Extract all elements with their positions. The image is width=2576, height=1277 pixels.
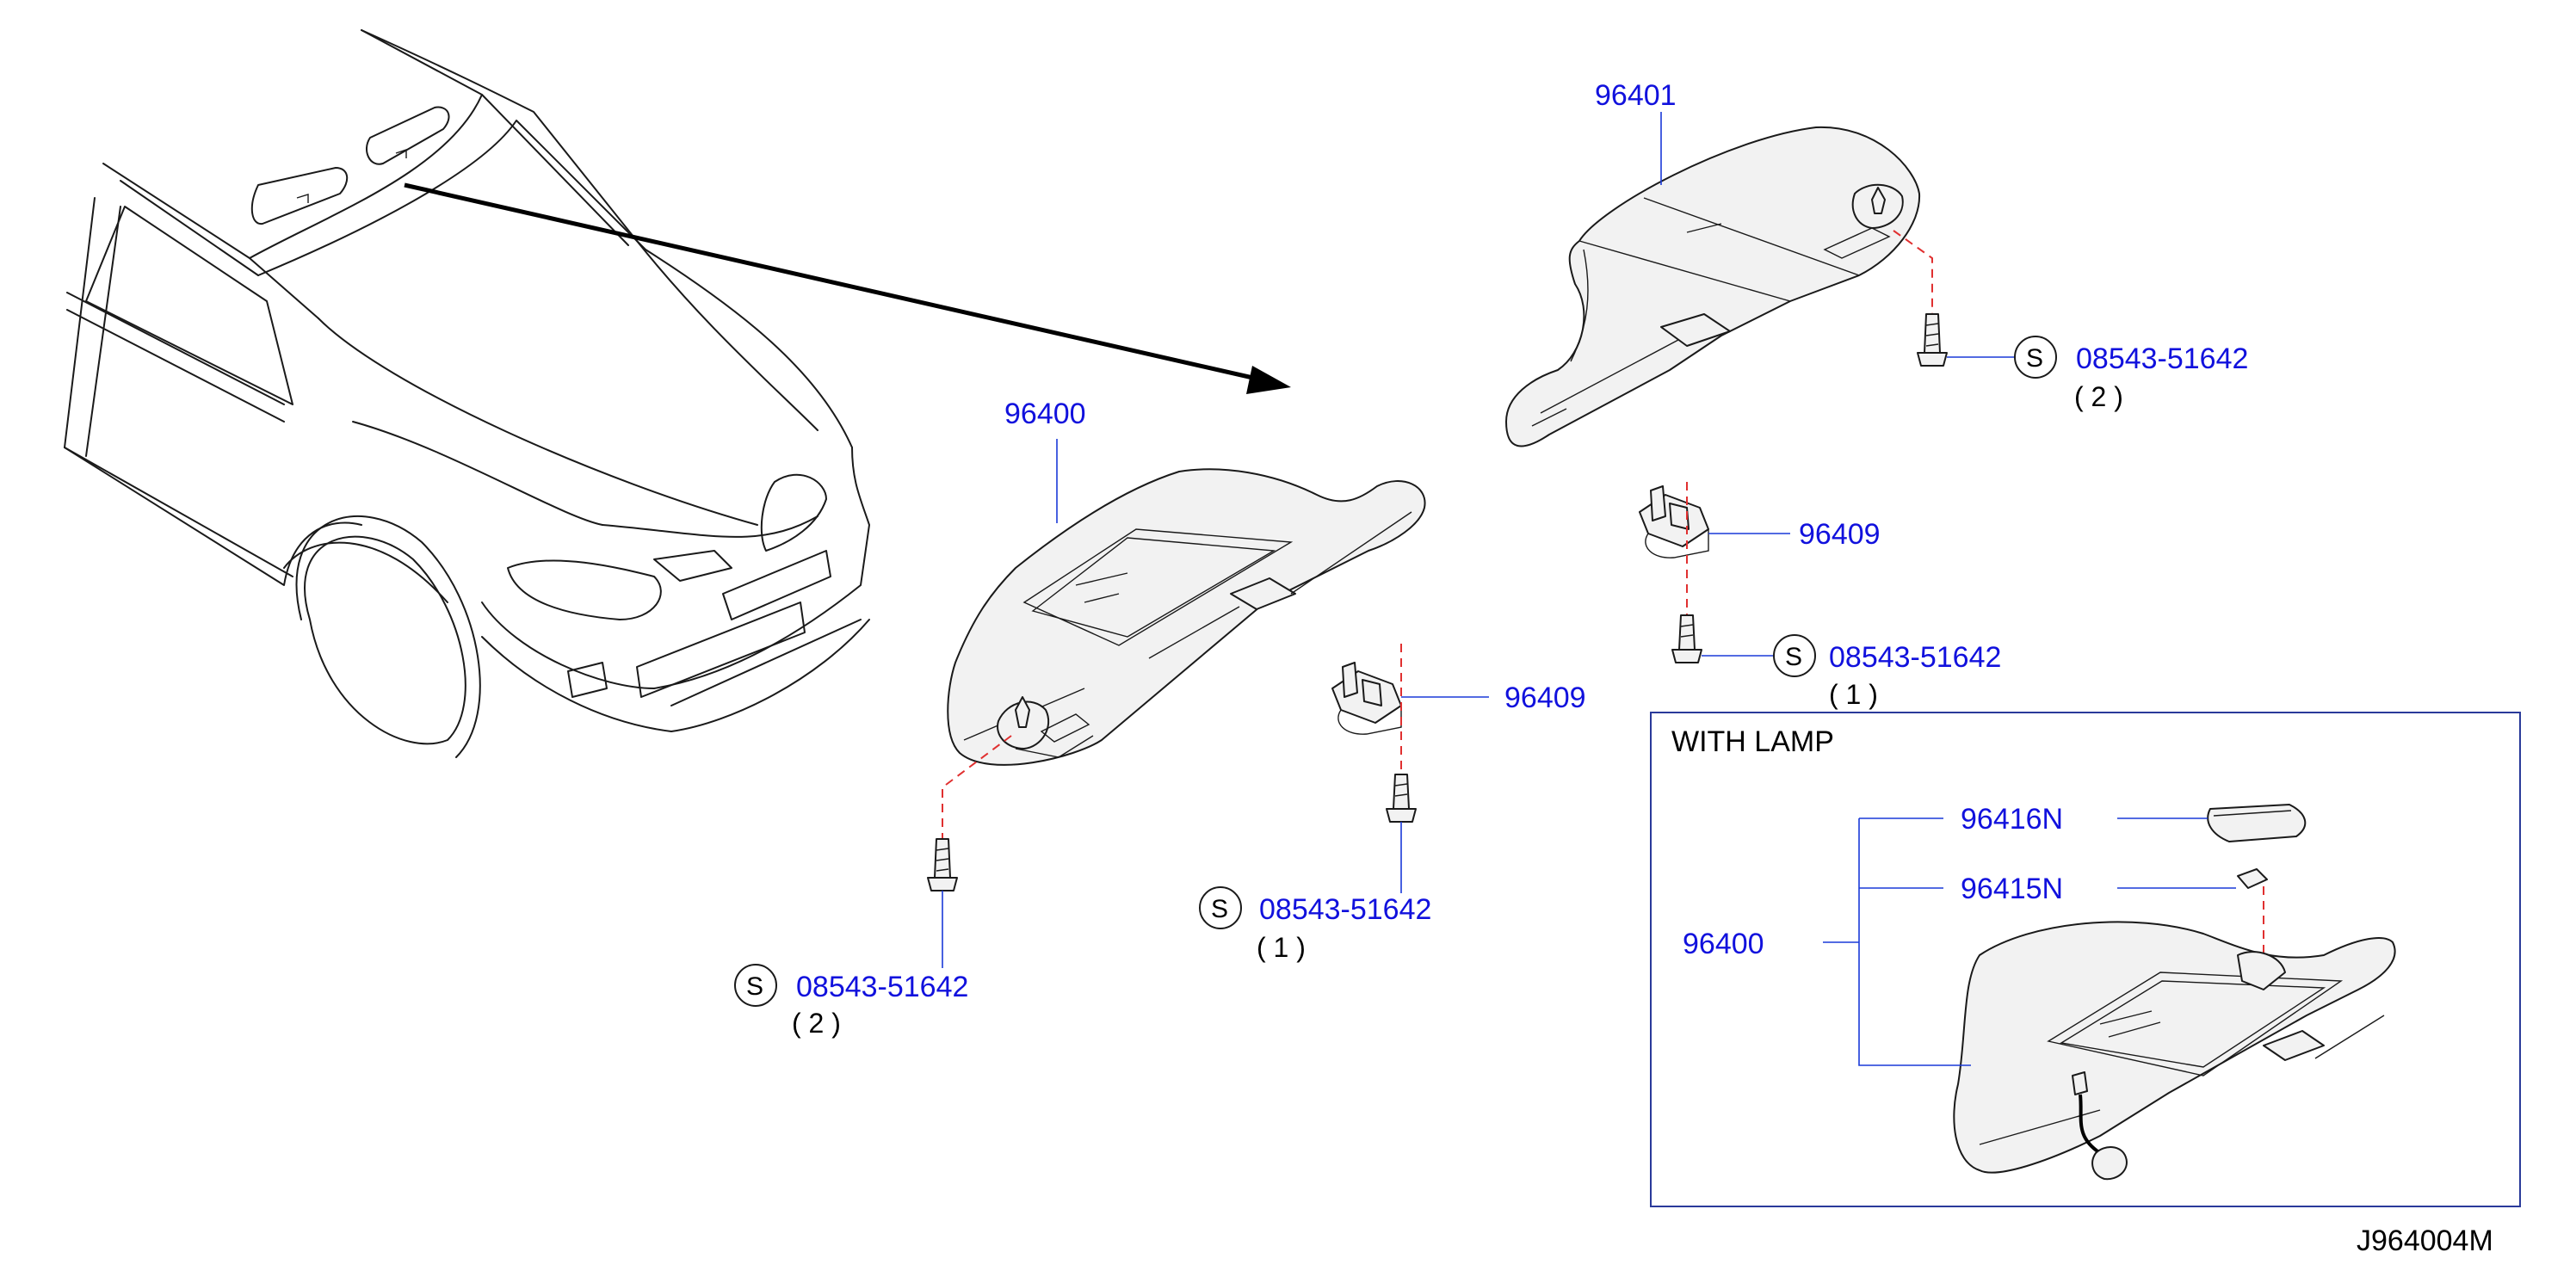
callout-96409-lower: 96409 — [1504, 682, 1586, 714]
qty-screw-holder-upper: ( 1 ) — [1829, 679, 1878, 710]
lamp-lens-icon — [2207, 804, 2307, 842]
screw-left-bottom-icon — [927, 838, 958, 891]
centerline-right-visor — [1893, 230, 1933, 327]
visor-holder-lower — [1331, 662, 1402, 735]
location-arrow — [404, 182, 1291, 394]
callout-96416N: 96416N — [1961, 803, 2063, 836]
inset-title: WITH LAMP — [1671, 725, 1834, 758]
screw-right-top-icon — [1917, 313, 1948, 367]
standard-symbol-circle — [1773, 634, 1816, 677]
with-lamp-inset: WITH LAMP 96416N 96415N 96400 — [1650, 712, 2521, 1207]
screw-holder-upper-icon — [1671, 614, 1702, 663]
qty-screw-left-bottom: ( 2 ) — [792, 1008, 841, 1039]
standard-symbol-circle — [734, 964, 777, 1007]
sun-visor-with-lamp — [1953, 921, 2396, 1174]
callout-96415N: 96415N — [1961, 873, 2063, 905]
standard-symbol: S — [746, 972, 763, 1001]
callout-96400: 96400 — [1004, 398, 1086, 430]
drawing-number: J964004M — [2357, 1225, 2493, 1257]
lamp-bulb-icon — [2237, 868, 2268, 889]
car-illustration — [64, 29, 870, 758]
callout-96400-with-lamp: 96400 — [1683, 928, 1764, 960]
standard-symbol: S — [2026, 344, 2043, 373]
callout-screw-right-top: 08543-51642 — [2076, 342, 2248, 375]
callout-screw-holder-upper: 08543-51642 — [1829, 641, 2001, 674]
standard-symbol: S — [1211, 895, 1228, 923]
standard-symbol-circle — [2014, 336, 2057, 379]
callout-screw-holder-lower: 08543-51642 — [1259, 893, 1431, 926]
leader-bracket — [1858, 818, 1971, 1066]
standard-symbol: S — [1785, 643, 1802, 671]
callout-screw-left-bottom: 08543-51642 — [796, 971, 968, 1003]
callout-96401: 96401 — [1595, 79, 1677, 112]
qty-screw-right-top: ( 2 ) — [2074, 381, 2123, 412]
inset-border — [1650, 712, 2521, 1207]
callout-96409-upper: 96409 — [1799, 518, 1881, 551]
qty-screw-holder-lower: ( 1 ) — [1257, 932, 1306, 963]
visor-holder-upper — [1639, 485, 1709, 558]
sun-visor-left — [947, 468, 1426, 766]
sun-visor-right — [1505, 126, 1921, 447]
screw-holder-lower-icon — [1386, 774, 1417, 823]
standard-symbol-circle — [1199, 886, 1242, 929]
